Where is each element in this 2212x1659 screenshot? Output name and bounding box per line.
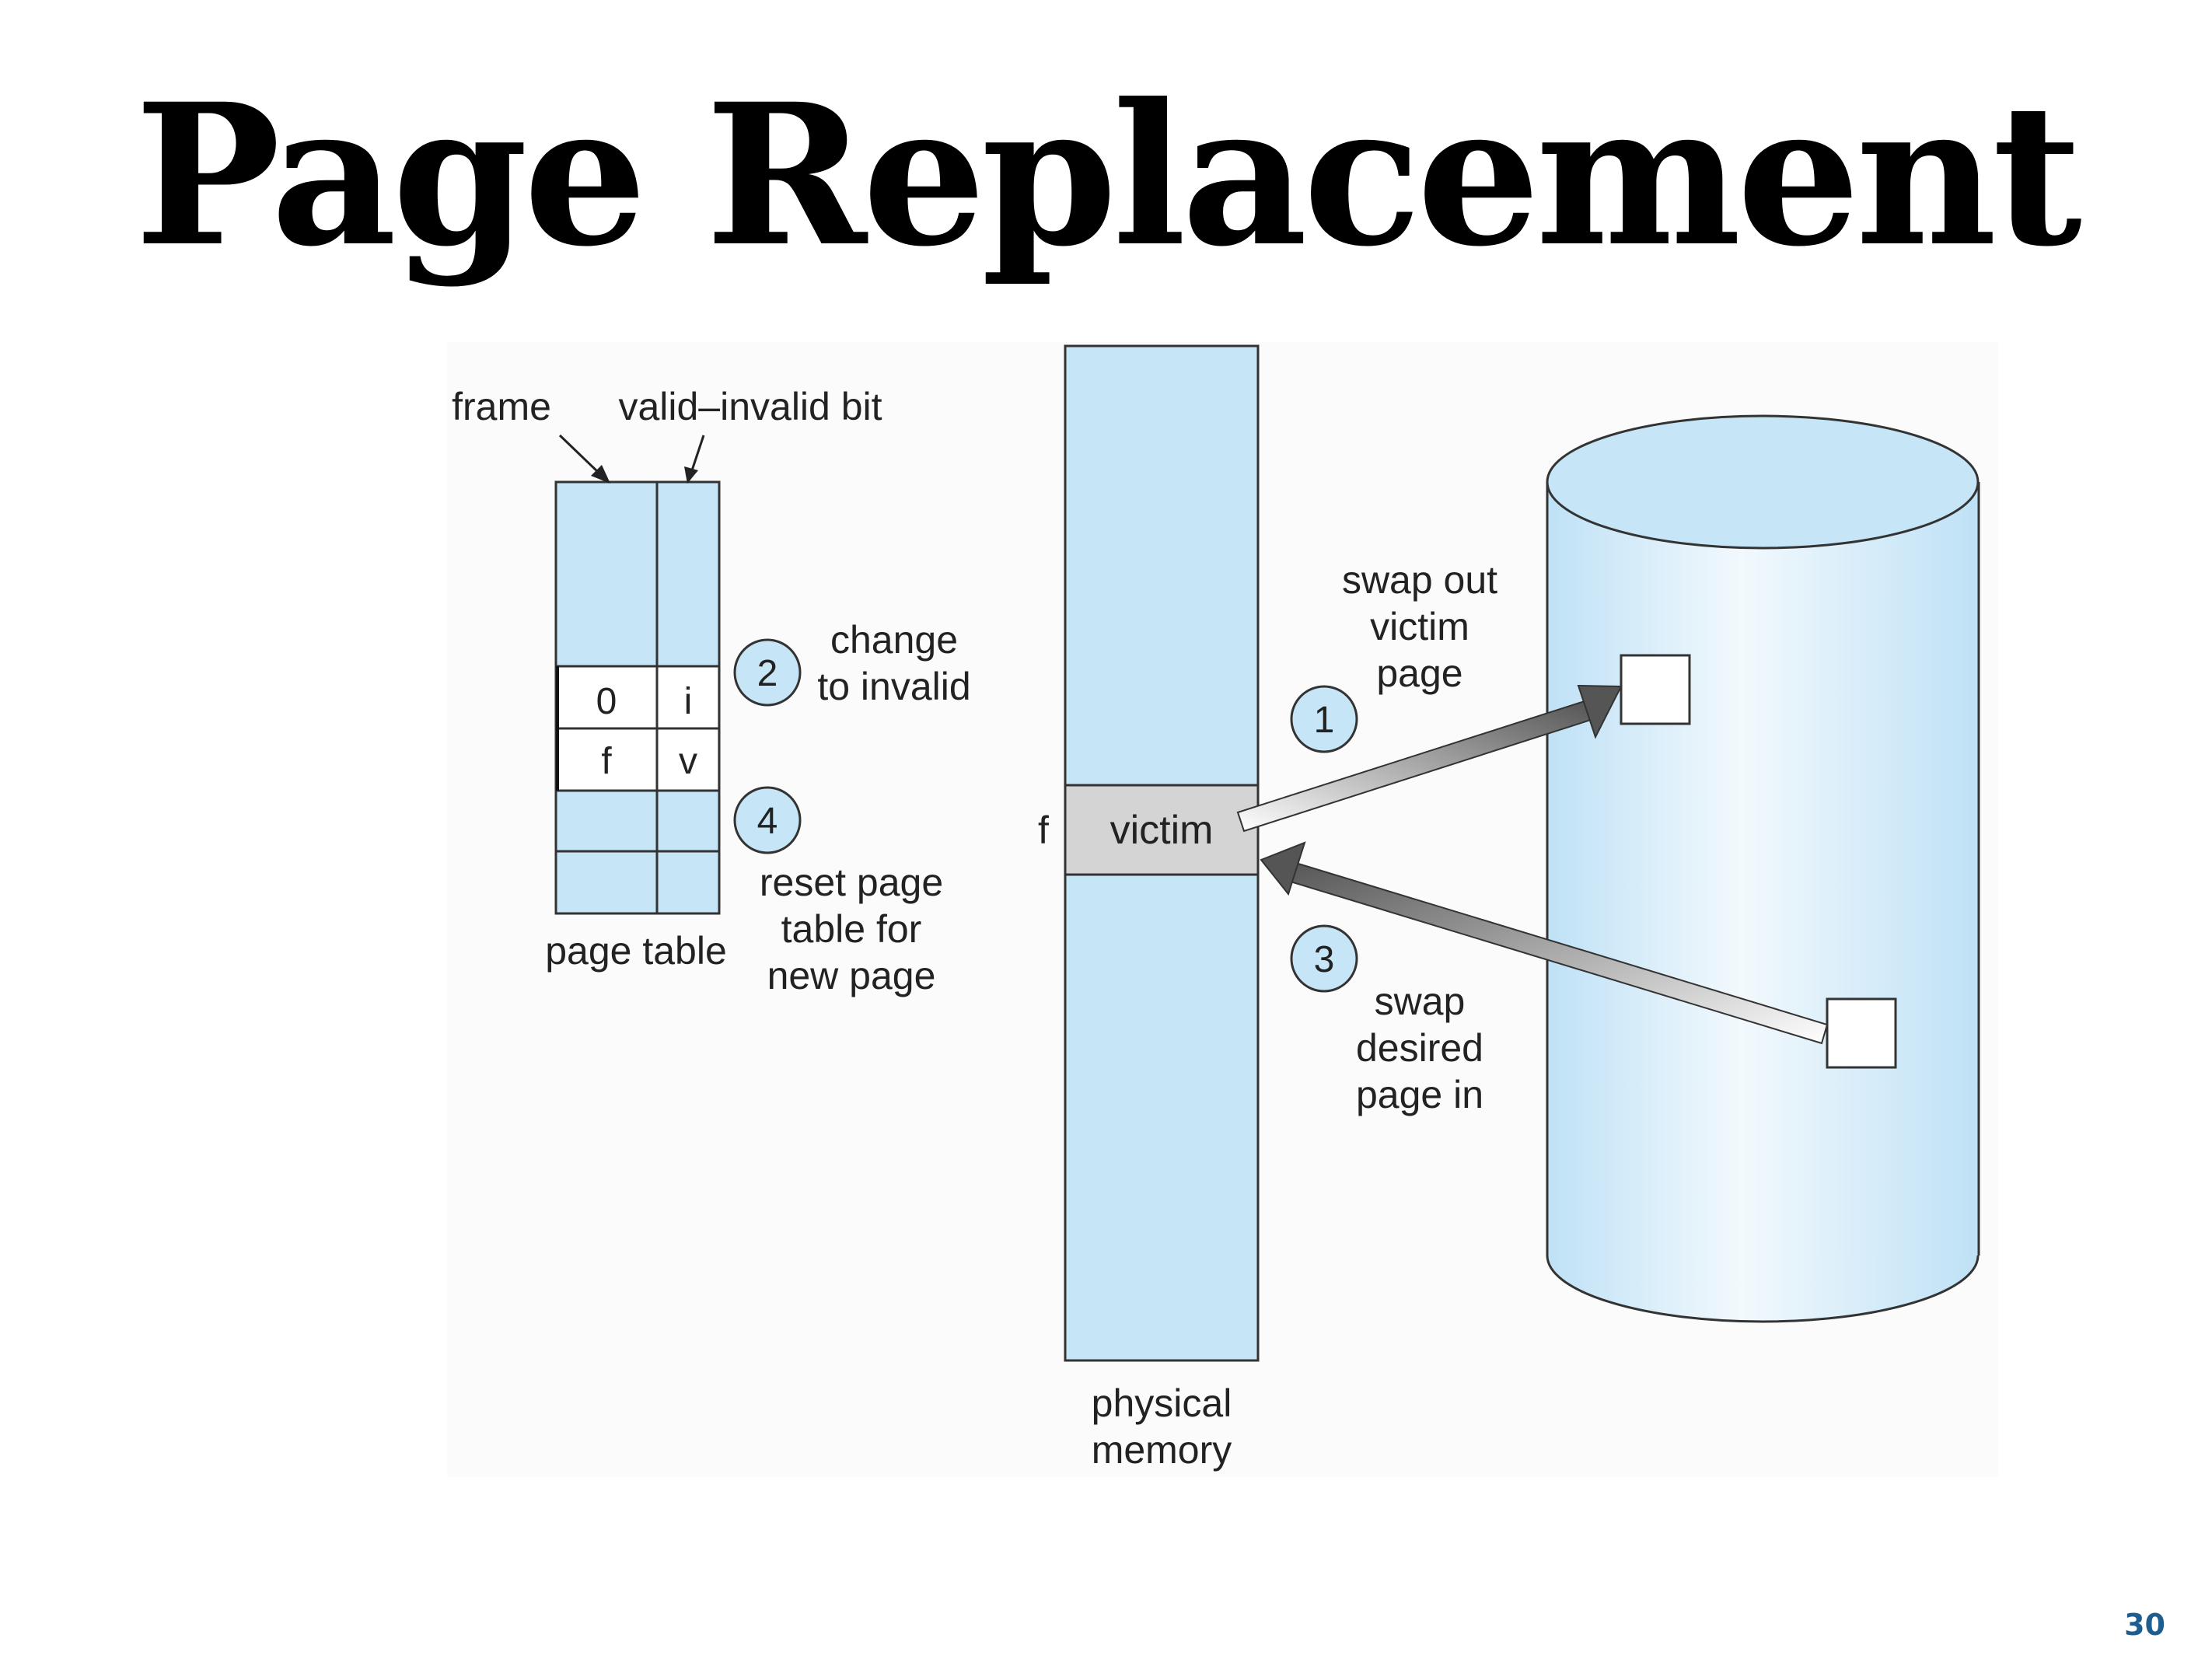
step3-circle: [1290, 924, 1358, 993]
page-table-row2-bit: v: [679, 741, 697, 782]
physical-memory-label-line2: memory: [1092, 1428, 1232, 1472]
step4-label-line2: table for: [781, 907, 922, 951]
bit-pointer-arrow: [684, 435, 705, 484]
step2-label-line1: change: [830, 618, 958, 662]
step1-number: 1: [1314, 700, 1335, 741]
frame-pointer-arrow: [558, 434, 610, 484]
step2-number: 2: [757, 653, 778, 694]
page-table: 0 i f v: [554, 480, 721, 915]
frame-marker: f: [1038, 809, 1049, 852]
step1-circle: [1290, 685, 1358, 753]
step4-number: 4: [757, 801, 778, 842]
step3-label-line3: page in: [1356, 1073, 1483, 1116]
physical-memory-label-line1: physical: [1092, 1381, 1232, 1425]
disk-victim-page-slot: [1620, 654, 1691, 725]
disk-desired-page-slot: [1826, 997, 1897, 1069]
page-table-row2-frame: f: [601, 741, 612, 782]
victim-frame: [1064, 784, 1260, 876]
step1-label-line3: page: [1376, 651, 1462, 695]
page-table-row1-frame: 0: [596, 681, 617, 722]
swap-in-arrow: [1260, 841, 1829, 1045]
step2-circle: [733, 638, 802, 707]
swap-out-arrow: [1236, 684, 1623, 833]
step3-label-line1: swap: [1375, 980, 1466, 1023]
step3-label-line2: desired: [1356, 1026, 1483, 1070]
victim-label: victim: [1110, 808, 1214, 853]
valid-invalid-bit-label: valid–invalid bit: [618, 385, 882, 428]
page-number: 30: [2124, 1608, 2165, 1642]
disk-cylinder: [1546, 414, 1980, 1323]
frame-label: frame: [452, 385, 551, 428]
step2-label-line2: to invalid: [817, 665, 970, 708]
step4-label-line1: reset page: [760, 861, 943, 904]
step1-label-line1: swap out: [1342, 558, 1497, 602]
step4-circle: [733, 786, 802, 854]
page-table-label: page table: [545, 929, 727, 973]
step3-number: 3: [1314, 939, 1335, 980]
step4-label-line3: new page: [767, 954, 936, 997]
step1-label-line2: victim: [1370, 605, 1469, 648]
slide-title: Page Replacement: [135, 61, 2082, 289]
page-table-row1-bit: i: [684, 681, 693, 722]
